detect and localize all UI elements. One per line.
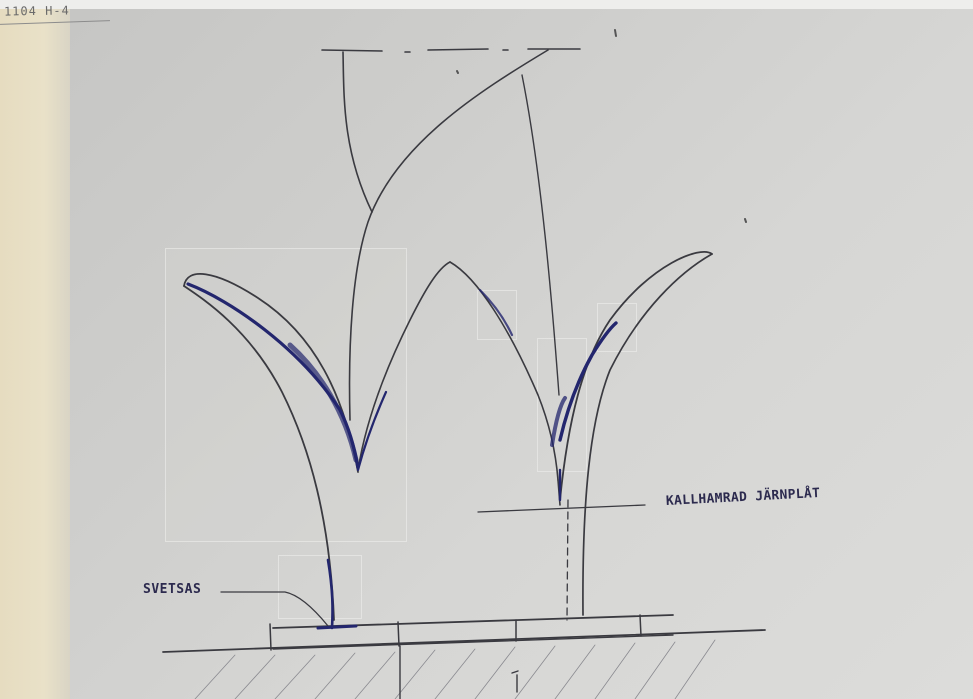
tall-stalk-right-edge xyxy=(521,74,560,396)
top-dimension-line xyxy=(321,49,383,52)
left-stem-ink xyxy=(326,558,334,630)
left-leaf-inner xyxy=(183,285,335,621)
drawing-sheet xyxy=(70,8,973,699)
top-dimension-line xyxy=(404,48,581,53)
paper-edge-strip xyxy=(0,0,74,699)
middle-leaf-edge xyxy=(449,261,559,481)
right-leaf-outer xyxy=(559,251,713,501)
scan-patch xyxy=(477,290,517,340)
weld-point xyxy=(316,624,358,630)
left-leaf-right-branch xyxy=(357,261,451,471)
ground-line xyxy=(162,629,766,653)
scan-patch xyxy=(278,555,362,619)
weld-note-label: SVETSAS xyxy=(143,582,202,597)
ground-hatching xyxy=(194,639,716,699)
weld-leader-line xyxy=(220,591,329,627)
scan-patch xyxy=(597,303,637,352)
tall-stalk-curve xyxy=(348,49,549,421)
top-border xyxy=(0,0,973,9)
base-plate-bottom xyxy=(272,634,674,650)
right-leaf-inner xyxy=(582,253,713,616)
base-ticks xyxy=(269,614,642,651)
center-axis-dashed xyxy=(566,499,569,621)
right-leaf-ink-fold xyxy=(558,321,618,442)
material-leader-line xyxy=(477,504,646,513)
tall-stalk-upper xyxy=(342,51,373,213)
scan-patch xyxy=(537,338,587,472)
scan-patch xyxy=(165,248,407,542)
